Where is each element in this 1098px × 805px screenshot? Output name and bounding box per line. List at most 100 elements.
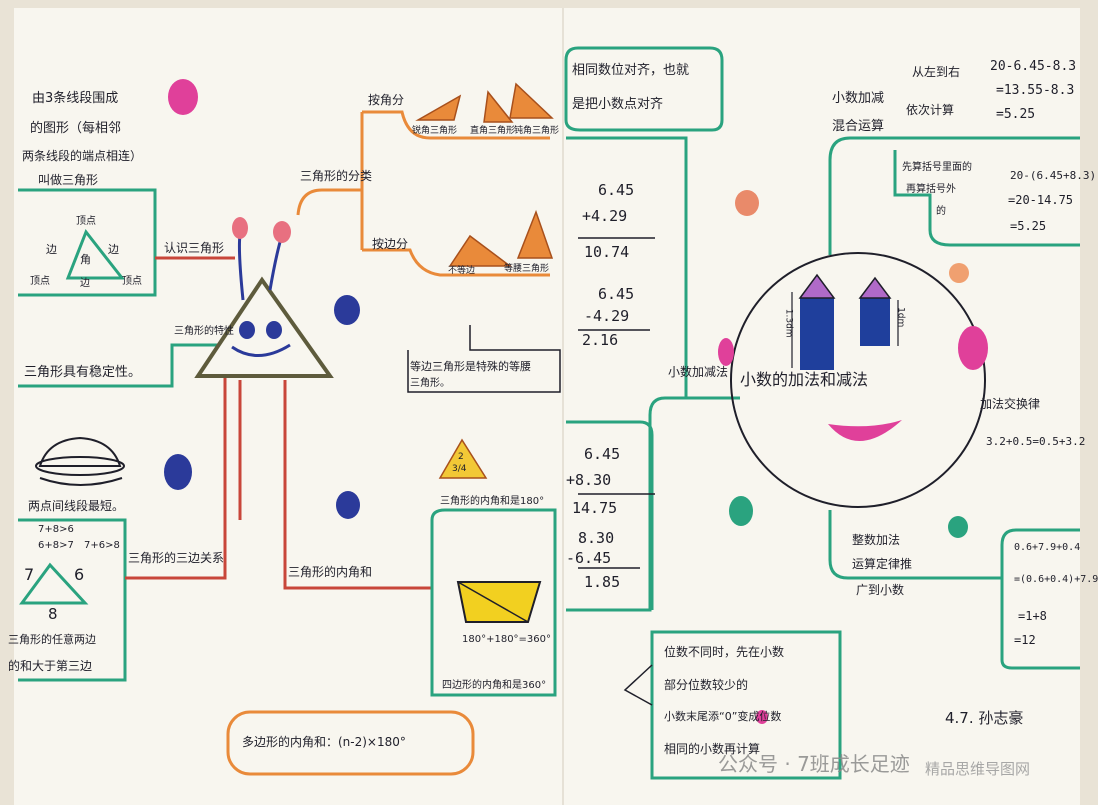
signature: 4.7. 孙志豪 (945, 709, 1024, 727)
ineq-num-1: 7+8>6 (38, 524, 74, 535)
ineq-num-2: 6+8>7 (38, 540, 74, 551)
paper-fold (562, 8, 564, 805)
digits-line-3: 小数末尾添“0”变成位数 (664, 710, 782, 723)
paper-sheet (14, 8, 1080, 805)
stable-text: 三角形具有稳定性。 (24, 365, 142, 380)
mixed-line-1: 小数加减 (832, 91, 885, 106)
calc4-b: -6.45 (566, 549, 612, 567)
integer-calc-3: =1+8 (1018, 609, 1047, 623)
integer-law-1: 整数加法 (852, 533, 901, 547)
calc3-a: 6.45 (584, 445, 621, 463)
branch-label: 小数加减法 (668, 365, 729, 379)
vertex-br-label: 顶点 (122, 276, 142, 287)
calc2-a: 6.45 (598, 285, 635, 303)
calc2-c: 2.16 (582, 331, 619, 349)
vertex-top-label: 顶点 (76, 216, 96, 227)
by-angle-line (362, 110, 550, 140)
small-tri-label-2: 3/4 (452, 464, 467, 474)
quad-formula: 180°+180°=360° (462, 634, 552, 645)
calc2-b: -4.29 (584, 307, 630, 325)
digits-line-1: 位数不同时，先在小数 (664, 645, 785, 659)
definition-line-1: 由3条线段围成 (32, 91, 119, 106)
integer-frame (1000, 528, 1080, 670)
integer-law-2: 运算定律推 (852, 557, 913, 571)
order2-line-2: 再算括号外 (906, 184, 956, 195)
watermark-site: 精品思维导图网 (925, 760, 1031, 778)
mixed-branch (828, 136, 1080, 255)
order2-calc-3: =5.25 (1010, 219, 1047, 233)
ineq-num-3: 7+6>8 (84, 540, 120, 551)
mascot-triangle (194, 276, 334, 378)
stability-branch (18, 343, 222, 388)
center-title: 小数的加法和减法 (740, 370, 869, 389)
quad-title: 四边形的内角和是360° (442, 680, 547, 691)
law-title: 加法交换律 (980, 397, 1041, 411)
equilateral-text-2: 三角形。 (410, 378, 450, 389)
polygon-text: 多边形的内角和：(n-2)×180° (242, 735, 406, 749)
calc1-c: 10.74 (584, 243, 630, 261)
ineq-rule-2: 的和大于第三边 (8, 659, 93, 673)
inequality-frame (18, 518, 127, 682)
integer-calc-1: 0.6+7.9+0.4 (1014, 542, 1081, 553)
order2-calc-2: =20-14.75 (1008, 193, 1074, 207)
calc4-a: 8.30 (578, 529, 615, 547)
calc3-c: 14.75 (572, 499, 618, 517)
definition-line-3: 两条线段的端点相连） (22, 149, 143, 163)
calc4-c: 1.85 (584, 573, 621, 591)
ineq-side-3: 8 (48, 605, 58, 623)
scalene-label: 不等边 (448, 266, 476, 276)
shortest-text: 两点间线段最短。 (28, 499, 125, 513)
integer-calc-2: =(0.6+0.4)+7.9 (1014, 574, 1098, 585)
isosceles-label: 等腰三角形 (504, 264, 550, 274)
align-line-1: 相同数位对齐，也就 (572, 63, 690, 78)
ineq-side-2: 6 (74, 565, 85, 584)
align-line-2: 是把小数点对齐 (572, 97, 664, 112)
order2-calc-1: 20-(6.45+8.3) (1010, 169, 1097, 182)
calc1-a: 6.45 (598, 181, 635, 199)
center-circle (730, 252, 986, 508)
integer-calc-4: =12 (1014, 633, 1036, 647)
addsub-frame (566, 136, 688, 612)
small-tri-label-1: 2 (458, 452, 464, 462)
order1-calc-1: 20-6.45-8.3 (990, 59, 1077, 74)
align-frame (564, 46, 724, 132)
law-example: 3.2+0.5=0.5+3.2 (986, 435, 1086, 448)
calc1-b: +4.29 (582, 207, 628, 225)
equilateral-text: 等边三角形是特殊的等腰 (410, 360, 531, 373)
watermark: 公众号 · 7班成长足迹 (718, 752, 910, 776)
angle-sum-frame (430, 508, 557, 697)
classify-label: 三角形的分类 (300, 169, 373, 183)
order1-calc-2: =13.55-8.3 (996, 83, 1075, 98)
classify-branch (296, 112, 364, 250)
side-right-label: 边 (108, 243, 119, 256)
measure-right: 1dm (895, 307, 906, 328)
angle-label: 角 (80, 253, 91, 266)
polygon-frame (226, 710, 475, 776)
vertex-bl-label: 顶点 (30, 276, 50, 287)
three-sides-branch (125, 360, 227, 580)
calc3-b: +8.30 (566, 471, 612, 489)
acute-label: 锐角三角形 (412, 126, 458, 136)
ineq-rule-1: 三角形的任意两边 (8, 633, 96, 646)
stable-link-label: 三角形的特性 (174, 326, 234, 337)
side-left-label: 边 (46, 243, 57, 256)
side-bottom-label: 边 (80, 278, 90, 289)
definition-line-2: 的图形（每相邻 (30, 121, 122, 136)
digits-line-4: 相同的小数再计算 (664, 742, 761, 756)
mixed-line-2: 混合运算 (832, 119, 885, 134)
measure-left: 1.3dm (783, 308, 794, 338)
equilateral-box (407, 325, 561, 393)
digits-line-2: 部分位数较少的 (664, 678, 749, 692)
right-label: 直角三角形 (470, 126, 516, 136)
order2-line-1: 先算括号里面的 (902, 162, 972, 173)
integer-law-3: 广到小数 (856, 583, 905, 597)
by-angle-label: 按角分 (368, 93, 405, 107)
three-sides-label: 三角形的三边关系 (128, 551, 225, 565)
obtuse-label: 钝角三角形 (514, 126, 560, 136)
know-label: 认识三角形 (164, 241, 225, 255)
angle-sum-title: 三角形的内角和是180° (440, 496, 545, 507)
ineq-side-1: 7 (24, 565, 35, 584)
definition-frame (18, 188, 157, 297)
angle-sum-link: 三角形的内角和 (288, 565, 373, 579)
